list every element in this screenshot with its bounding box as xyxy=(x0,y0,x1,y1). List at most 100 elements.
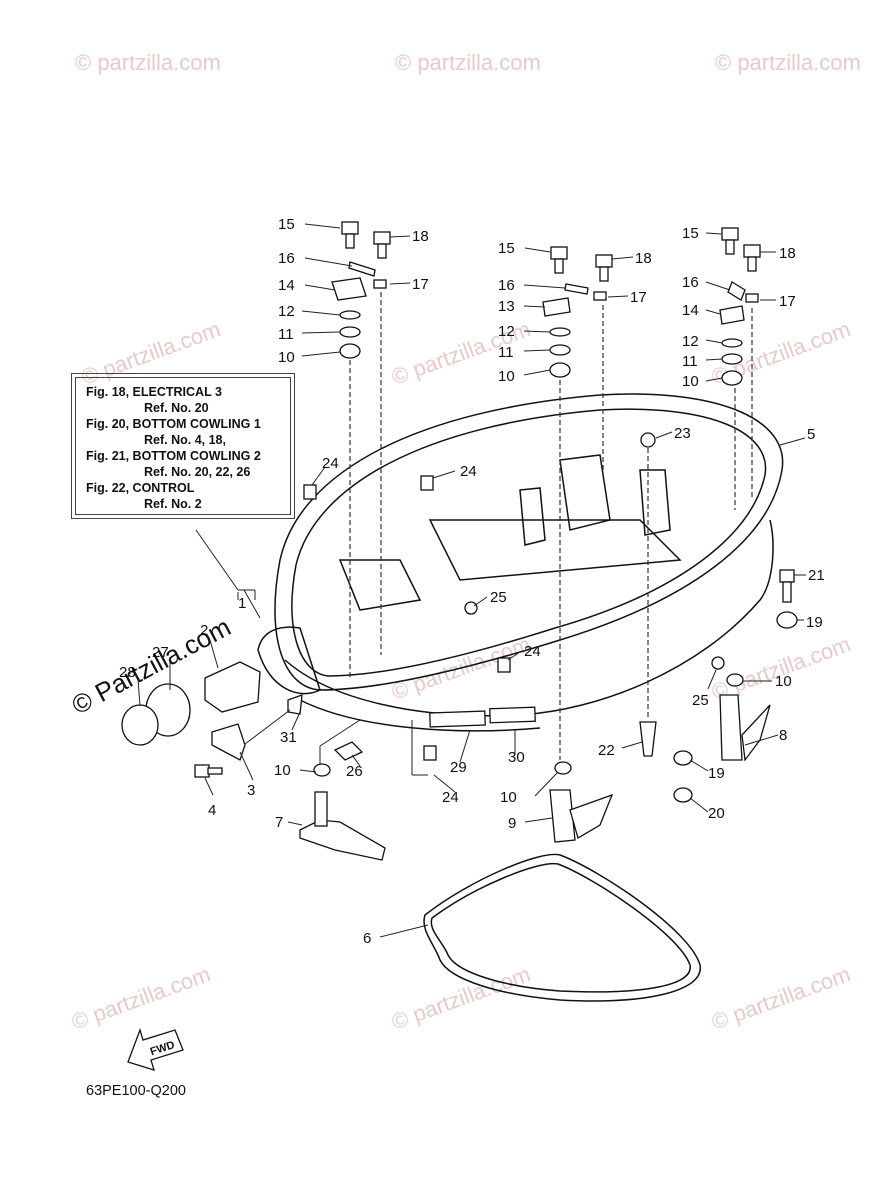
hose-connector xyxy=(121,661,303,778)
reference-line: Fig. 20, BOTTOM COWLING 1 xyxy=(86,417,261,431)
grommet-icon xyxy=(673,787,693,803)
clip-icon xyxy=(420,475,434,491)
bolt-shank-icon xyxy=(747,256,757,272)
callout-21: 21 xyxy=(808,567,825,584)
lever-icon xyxy=(299,819,386,861)
callout-9: 9 xyxy=(508,815,516,832)
bolt-icon xyxy=(721,227,739,241)
callout-16: 16 xyxy=(498,277,515,294)
callout-11: 11 xyxy=(682,353,698,370)
clip-icon xyxy=(745,293,759,303)
washer-icon xyxy=(549,344,571,356)
callout-10: 10 xyxy=(498,368,515,385)
callout-1: 1 xyxy=(238,595,246,612)
callout-25: 25 xyxy=(692,692,709,709)
callout-17: 17 xyxy=(412,276,429,293)
washer-icon xyxy=(549,327,571,337)
diagram-code: 63PE100-Q200 xyxy=(86,1083,186,1099)
leader-lines xyxy=(137,223,806,938)
side-parts xyxy=(303,432,798,803)
callout-4: 4 xyxy=(208,802,216,819)
callout-7: 7 xyxy=(275,814,283,831)
washer-icon xyxy=(339,326,361,338)
reference-line: Fig. 18, ELECTRICAL 3 xyxy=(86,385,222,399)
callout-12: 12 xyxy=(498,323,515,340)
levers xyxy=(299,694,771,861)
fastener-group-left xyxy=(331,221,391,680)
bolt-shank-icon xyxy=(599,266,609,282)
watermark: © partzilla.com xyxy=(388,961,534,1034)
spring-icon xyxy=(564,283,589,295)
callout-26: 26 xyxy=(346,763,363,780)
screw-icon xyxy=(464,601,478,615)
watermark: © partzilla.com xyxy=(708,961,854,1034)
callout-10: 10 xyxy=(775,673,792,690)
reference-box-inner: Fig. 18, ELECTRICAL 3 Ref. No. 20 Fig. 2… xyxy=(75,377,291,515)
callout-25: 25 xyxy=(490,589,507,606)
clip-icon xyxy=(593,291,607,301)
callout-24: 24 xyxy=(442,789,459,806)
reference-line: Ref. No. 4, 18, xyxy=(144,433,226,447)
callout-24: 24 xyxy=(322,455,339,472)
bolt-icon xyxy=(743,244,761,258)
bolt-shank-icon xyxy=(377,243,387,259)
callout-18: 18 xyxy=(412,228,429,245)
reference-line: Ref. No. 20 xyxy=(144,401,209,415)
grommet-icon xyxy=(549,362,571,378)
bushing-icon xyxy=(313,763,331,777)
washer-icon xyxy=(339,310,361,320)
fastener-group-right xyxy=(719,227,761,510)
callout-28: 28 xyxy=(119,664,136,681)
callout-labels: 15 18 16 14 17 12 11 10 15 18 16 13 17 1… xyxy=(119,216,825,947)
callout-18: 18 xyxy=(779,245,796,262)
callout-14: 14 xyxy=(682,302,699,319)
hose-clamp-icon xyxy=(121,704,159,746)
callout-10: 10 xyxy=(274,762,291,779)
watermark: © partzilla.com xyxy=(708,631,854,704)
screw-icon xyxy=(711,656,725,670)
plug-icon xyxy=(640,432,656,448)
watermark: © partzilla.com xyxy=(68,961,214,1034)
label-plate-icon xyxy=(287,694,303,715)
grommet-icon xyxy=(721,370,743,386)
bracket-icon xyxy=(331,277,367,301)
callout-15: 15 xyxy=(278,216,295,233)
bolt-shank-icon xyxy=(725,239,735,255)
clip-icon xyxy=(497,657,511,673)
callout-27: 27 xyxy=(152,644,169,661)
callout-14: 14 xyxy=(278,277,295,294)
watermark: © partzilla.com xyxy=(715,50,861,75)
clip-icon xyxy=(373,279,387,289)
fwd-arrow: FWD xyxy=(127,1027,184,1071)
reference-box: Fig. 18, ELECTRICAL 3 Ref. No. 20 Fig. 2… xyxy=(71,373,295,519)
lever-icon xyxy=(549,789,576,843)
bolt-shank-icon xyxy=(782,581,792,603)
bushing-icon xyxy=(726,673,744,687)
clip-icon xyxy=(303,484,317,500)
spring-icon xyxy=(348,261,376,277)
watermark: © partzilla.com xyxy=(75,50,221,75)
bushing-icon xyxy=(554,761,572,775)
callout-8: 8 xyxy=(779,727,787,744)
bracket-icon xyxy=(211,723,246,761)
grommet-icon xyxy=(339,343,361,359)
fastener-group-middle xyxy=(542,246,613,760)
callout-29: 29 xyxy=(450,759,467,776)
bolt-shank-icon xyxy=(207,767,223,775)
lever-icon xyxy=(719,694,743,761)
callout-16: 16 xyxy=(682,274,699,291)
callout-19: 19 xyxy=(708,765,725,782)
bottom-cowling xyxy=(257,393,784,732)
clamp-icon xyxy=(333,741,364,761)
hose-fitting-icon xyxy=(639,721,657,757)
callout-10: 10 xyxy=(682,373,699,390)
bolt-icon xyxy=(595,254,613,268)
reference-line: Ref. No. 2 xyxy=(144,497,202,511)
callout-19: 19 xyxy=(806,614,823,631)
callout-18: 18 xyxy=(635,250,652,267)
callout-3: 3 xyxy=(247,782,255,799)
callout-31: 31 xyxy=(280,729,297,746)
callout-15: 15 xyxy=(498,240,515,257)
